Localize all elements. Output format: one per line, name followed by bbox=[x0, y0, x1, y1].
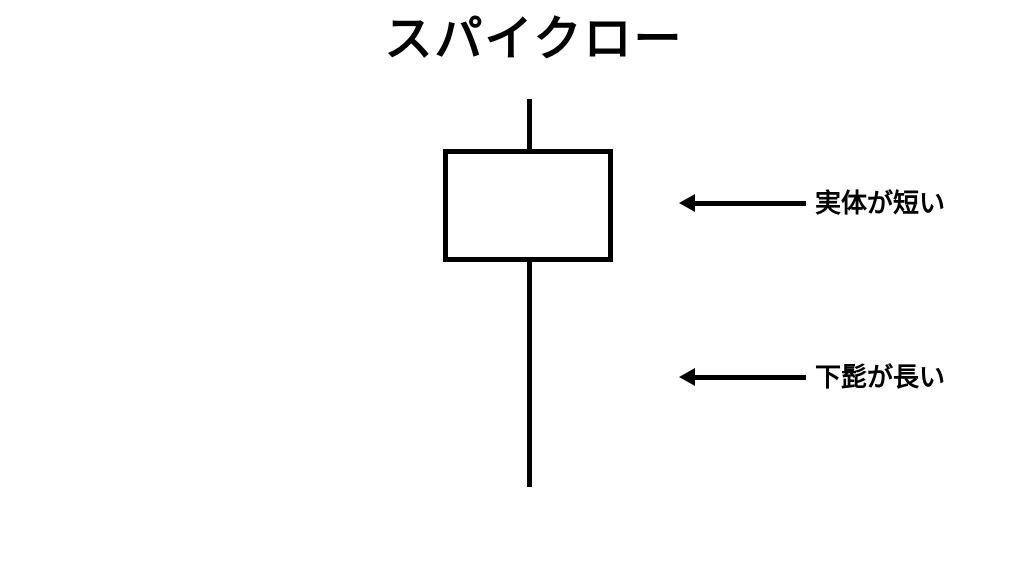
page-title: スパイクロー bbox=[384, 13, 684, 66]
annotation-label-body-short: 実体が短い bbox=[815, 188, 946, 218]
arrow-line bbox=[690, 201, 806, 206]
arrow-head bbox=[679, 368, 695, 386]
left-arrow-icon bbox=[679, 193, 806, 213]
candle-lower-wick bbox=[527, 260, 532, 487]
annotation-body-short: 実体が短い bbox=[679, 189, 945, 217]
candle-upper-wick bbox=[527, 99, 532, 151]
arrow-head bbox=[679, 194, 695, 212]
arrow-line bbox=[690, 375, 806, 380]
candle-body bbox=[443, 149, 613, 262]
annotation-label-lower-wick-long: 下髭が長い bbox=[815, 362, 946, 392]
annotation-lower-wick-long: 下髭が長い bbox=[679, 363, 945, 391]
left-arrow-icon bbox=[679, 367, 806, 387]
